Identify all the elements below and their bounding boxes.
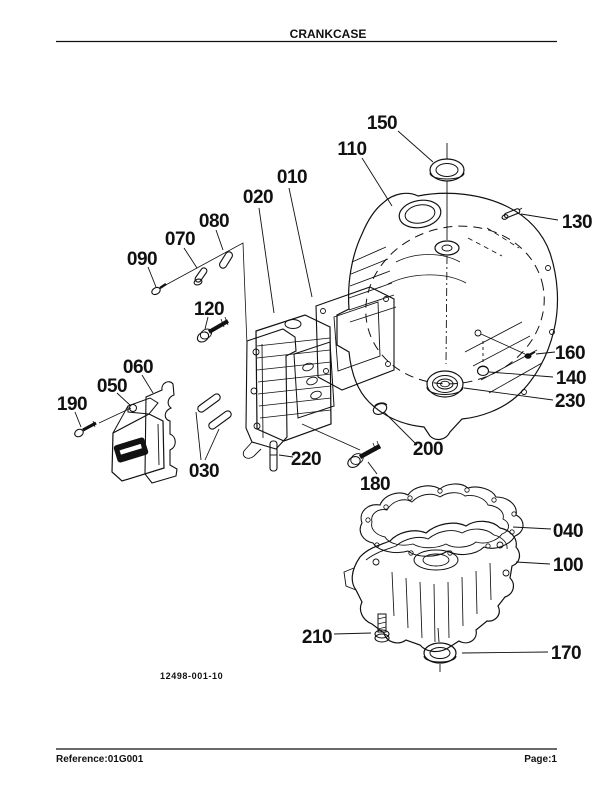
crankcase-top-opening (398, 199, 442, 229)
cover-brand-label (113, 437, 149, 463)
leader-080 (215, 229, 224, 251)
callout-150: 150 (367, 113, 397, 134)
leader-020 (258, 207, 275, 314)
leader-040 (512, 526, 552, 530)
leader-190 (74, 411, 82, 428)
part-bearing-230 (426, 370, 464, 398)
callout-230: 230 (555, 391, 585, 412)
part-drain-bolt-210 (374, 613, 390, 643)
leader-150 (397, 130, 434, 163)
part-pan-gasket-040 (359, 483, 524, 557)
leader-220 (278, 454, 294, 458)
callout-170: 170 (551, 643, 581, 664)
callout-220: 220 (291, 449, 321, 470)
part-cylinder-head-020 (255, 314, 335, 442)
footer-reference: Reference:01G001 (56, 754, 144, 765)
leader-010 (288, 187, 313, 298)
part-cover-gasket-060 (144, 381, 178, 484)
leader-060 (141, 374, 154, 394)
part-head-bracket (242, 328, 297, 459)
crankcase-center-boss (434, 240, 460, 256)
part-plug-140 (476, 365, 490, 377)
callout-120: 120 (194, 299, 224, 320)
leader-180 (367, 461, 378, 475)
leader-210 (333, 632, 372, 635)
callout-020: 020 (243, 187, 273, 208)
callout-040: 040 (553, 521, 583, 542)
part-bolt-180 (347, 440, 382, 468)
part-drain-seal-170 (423, 642, 457, 664)
assembly-axis-lines (98, 143, 526, 672)
part-bolt-190 (74, 420, 97, 438)
leader-160 (535, 351, 556, 355)
leader-230 (463, 387, 554, 401)
callout-200: 200 (413, 439, 443, 460)
part-stud-220 (269, 440, 278, 472)
part-plug-200 (372, 402, 388, 415)
leader-120 (204, 316, 209, 330)
callout-190: 190 (57, 394, 87, 415)
callout-030: 030 (189, 461, 219, 482)
callout-070: 070 (165, 229, 195, 250)
part-pin-070 (193, 267, 208, 286)
callout-050: 050 (97, 376, 127, 397)
leader-050 (116, 392, 132, 407)
part-screw-160 (524, 351, 536, 359)
leader-070 (183, 247, 198, 269)
leader-030b (204, 428, 220, 461)
leader-030a (195, 411, 202, 461)
callout-090: 090 (127, 249, 157, 270)
callout-060: 060 (123, 357, 153, 378)
callout-130: 130 (562, 212, 592, 233)
leader-100 (515, 561, 551, 565)
callout-labels: 010 020 030 040 050 060 070 080 090 100 … (57, 113, 593, 664)
callout-100: 100 (553, 555, 583, 576)
gasket-bolt-holes (365, 487, 517, 556)
callout-160: 160 (555, 343, 585, 364)
part-head-gasket-010 (315, 286, 395, 391)
part-pin-080 (219, 251, 233, 269)
callout-leaders (74, 130, 559, 654)
part-bolt-120 (196, 316, 230, 343)
callout-140: 140 (556, 368, 586, 389)
part-screw-130 (501, 207, 523, 220)
leader-090 (147, 266, 157, 288)
leader-110 (361, 157, 393, 207)
part-dowel-pins-030 (197, 393, 232, 430)
callout-210: 210 (302, 627, 332, 648)
part-crankcase-body (336, 192, 559, 441)
casting-rib-lines (387, 227, 543, 394)
part-cover-050 (111, 397, 165, 482)
pan-rib-lines (391, 562, 492, 643)
leader-130 (520, 213, 559, 221)
cooling-fin-lines (348, 246, 397, 323)
callout-110: 110 (337, 139, 366, 160)
part-oil-pan-100 (343, 520, 521, 653)
figure-code: 12498-001-10 (160, 671, 223, 681)
footer-page-number: Page:1 (524, 754, 557, 765)
leader-170 (461, 651, 549, 654)
callout-010: 010 (277, 167, 307, 188)
callout-080: 080 (199, 211, 229, 232)
leader-140 (488, 371, 554, 378)
part-oil-seal-150 (429, 158, 465, 182)
part-screw-090 (151, 283, 167, 296)
callout-180: 180 (360, 474, 390, 495)
page-title: CRANKCASE (290, 27, 367, 41)
leader-200 (383, 411, 418, 446)
